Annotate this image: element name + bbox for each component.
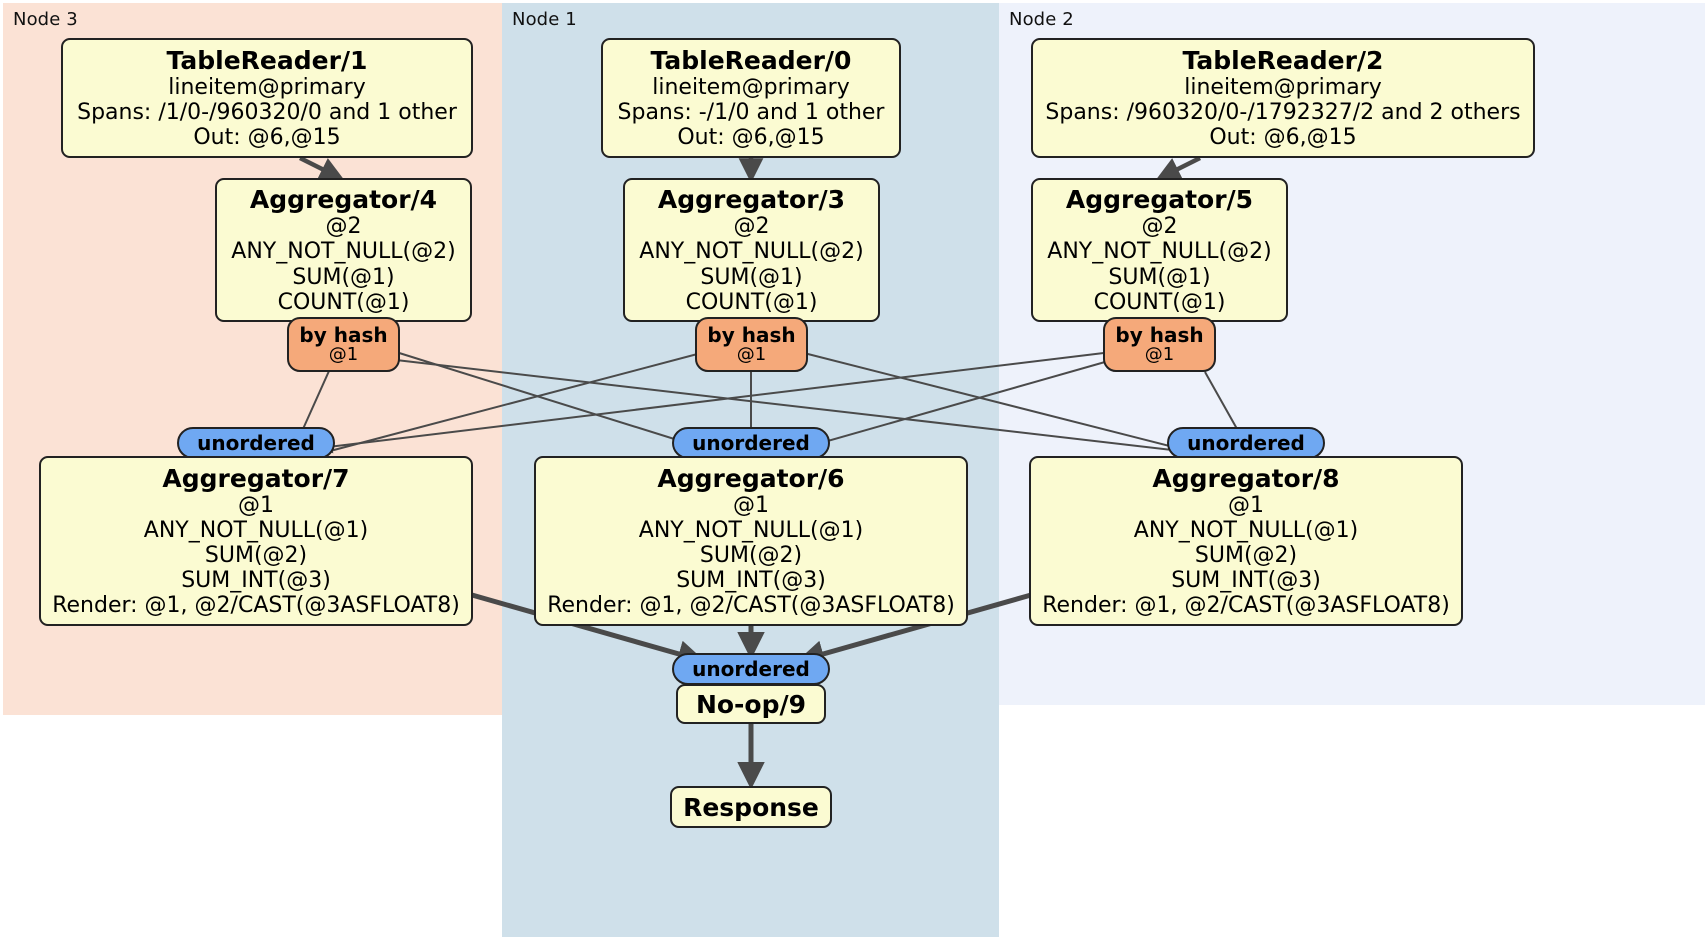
processor-aggregator-6[interactable]: Aggregator/6 @1 ANY_NOT_NULL(@1) SUM(@2)… xyxy=(534,456,968,626)
processor-agg-func: ANY_NOT_NULL(@2) xyxy=(231,239,456,265)
processor-spans: Spans: /960320/0-/1792327/2 and 2 others xyxy=(1045,99,1521,125)
processor-group-cols: @2 xyxy=(733,214,770,240)
processor-aggregator-7[interactable]: Aggregator/7 @1 ANY_NOT_NULL(@1) SUM(@2)… xyxy=(39,456,473,626)
processor-aggregator-5[interactable]: Aggregator/5 @2 ANY_NOT_NULL(@2) SUM(@1)… xyxy=(1031,178,1288,322)
processor-agg-func: SUM(@1) xyxy=(1108,264,1211,290)
synchronizer-unordered-agg6[interactable]: unordered xyxy=(672,427,830,459)
processor-out: Out: @6,@15 xyxy=(677,125,825,151)
processor-index: lineitem@primary xyxy=(1184,74,1382,100)
hash-router-column: @1 xyxy=(1144,343,1175,365)
node-panel-label-node3: Node 3 xyxy=(13,9,78,30)
processor-index: lineitem@primary xyxy=(168,74,366,100)
processor-agg-func: ANY_NOT_NULL(@2) xyxy=(1047,239,1272,265)
processor-group-cols: @1 xyxy=(1228,492,1264,518)
processor-title: Aggregator/3 xyxy=(657,185,846,215)
processor-tablereader-2[interactable]: TableReader/2 lineitem@primary Spans: /9… xyxy=(1031,38,1535,158)
hash-router-agg4[interactable]: by hash @1 xyxy=(287,317,400,372)
processor-index: lineitem@primary xyxy=(652,74,850,100)
processor-aggregator-3[interactable]: Aggregator/3 @2 ANY_NOT_NULL(@2) SUM(@1)… xyxy=(623,178,880,322)
processor-group-cols: @2 xyxy=(1141,214,1178,240)
processor-title: No-op/9 xyxy=(695,689,807,719)
processor-tablereader-1[interactable]: TableReader/1 lineitem@primary Spans: /1… xyxy=(61,38,473,158)
synchronizer-unordered-agg7[interactable]: unordered xyxy=(177,427,335,459)
processor-out: Out: @6,@15 xyxy=(1209,125,1357,151)
hash-router-label: by hash xyxy=(299,322,388,347)
processor-group-cols: @2 xyxy=(325,214,362,240)
processor-spans: Spans: /1/0-/960320/0 and 1 other xyxy=(77,99,457,125)
processor-agg-func: ANY_NOT_NULL(@1) xyxy=(1133,517,1359,543)
processor-render: Render: @1, @2/CAST(@3ASFLOAT8) xyxy=(1042,593,1450,619)
processor-agg-func: ANY_NOT_NULL(@1) xyxy=(143,517,369,543)
hash-router-column: @1 xyxy=(736,343,767,365)
hash-router-label: by hash xyxy=(707,322,796,347)
processor-agg-func: SUM(@1) xyxy=(292,264,395,290)
processor-agg-func: COUNT(@1) xyxy=(1093,289,1226,315)
synchronizer-label: unordered xyxy=(1187,431,1305,455)
processor-noop-9[interactable]: No-op/9 xyxy=(676,684,826,724)
processor-title: Aggregator/7 xyxy=(162,463,350,493)
processor-agg-func: SUM_INT(@3) xyxy=(1171,568,1321,594)
processor-title: TableReader/1 xyxy=(166,45,368,75)
processor-render: Render: @1, @2/CAST(@3ASFLOAT8) xyxy=(547,593,955,619)
synchronizer-unordered-final[interactable]: unordered xyxy=(672,653,830,685)
processor-title: TableReader/2 xyxy=(1182,45,1384,75)
node-panel-label-node2: Node 2 xyxy=(1009,9,1074,30)
processor-aggregator-4[interactable]: Aggregator/4 @2 ANY_NOT_NULL(@2) SUM(@1)… xyxy=(215,178,472,322)
processor-title: TableReader/0 xyxy=(650,45,852,75)
processor-group-cols: @1 xyxy=(733,492,769,518)
processor-title: Aggregator/6 xyxy=(657,463,845,493)
processor-agg-func: SUM(@2) xyxy=(1194,542,1298,568)
processor-title: Response xyxy=(683,792,819,822)
hash-router-column: @1 xyxy=(328,343,359,365)
processor-agg-func: ANY_NOT_NULL(@2) xyxy=(639,239,864,265)
synchronizer-label: unordered xyxy=(692,657,810,681)
hash-router-agg3[interactable]: by hash @1 xyxy=(695,317,808,372)
processor-group-cols: @1 xyxy=(238,492,274,518)
processor-agg-func: ANY_NOT_NULL(@1) xyxy=(638,517,864,543)
processor-agg-func: SUM(@2) xyxy=(204,542,308,568)
hash-router-agg5[interactable]: by hash @1 xyxy=(1103,317,1216,372)
synchronizer-label: unordered xyxy=(692,431,810,455)
processor-out: Out: @6,@15 xyxy=(193,125,341,151)
processor-agg-func: COUNT(@1) xyxy=(277,289,410,315)
processor-title: Aggregator/4 xyxy=(249,185,438,215)
processor-agg-func: SUM_INT(@3) xyxy=(676,568,826,594)
processor-response[interactable]: Response xyxy=(670,786,832,828)
node-panel-label-node1: Node 1 xyxy=(512,9,577,30)
processor-agg-func: COUNT(@1) xyxy=(685,289,818,315)
processor-agg-func: SUM_INT(@3) xyxy=(181,568,331,594)
synchronizer-unordered-agg8[interactable]: unordered xyxy=(1167,427,1325,459)
processor-title: Aggregator/8 xyxy=(1152,463,1340,493)
processor-render: Render: @1, @2/CAST(@3ASFLOAT8) xyxy=(52,593,460,619)
processor-title: Aggregator/5 xyxy=(1065,185,1254,215)
processor-aggregator-8[interactable]: Aggregator/8 @1 ANY_NOT_NULL(@1) SUM(@2)… xyxy=(1029,456,1463,626)
processor-agg-func: SUM(@1) xyxy=(700,264,803,290)
processor-tablereader-0[interactable]: TableReader/0 lineitem@primary Spans: -/… xyxy=(601,38,901,158)
processor-spans: Spans: -/1/0 and 1 other xyxy=(617,99,885,125)
processor-agg-func: SUM(@2) xyxy=(699,542,803,568)
synchronizer-label: unordered xyxy=(197,431,315,455)
hash-router-label: by hash xyxy=(1115,322,1204,347)
